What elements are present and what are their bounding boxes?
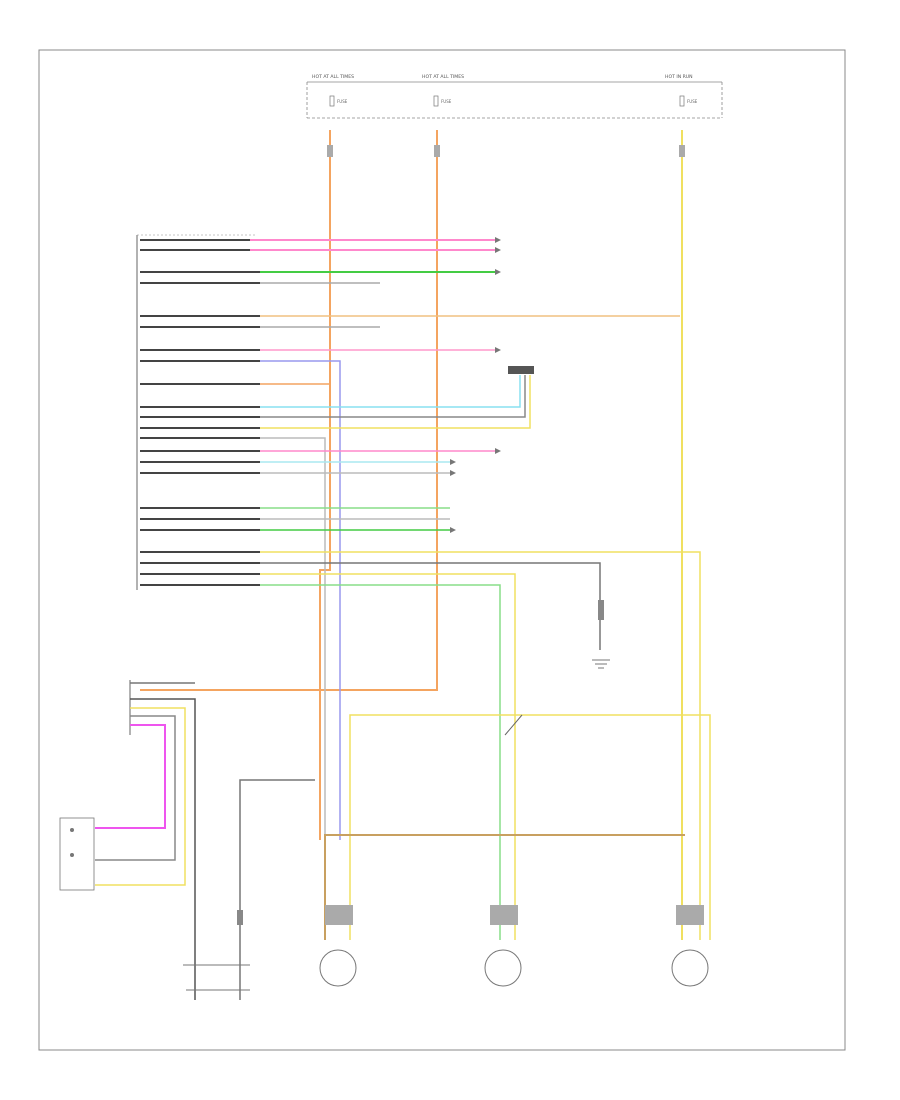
wire-yellow-harness — [349, 714, 711, 940]
fuse-block: HOT AT ALL TIMES HOT AT ALL TIMES HOT IN… — [306, 74, 723, 119]
fuse-label-3: HOT IN RUN — [665, 74, 693, 80]
actuator-1 — [319, 905, 357, 987]
fuse-2-rating: FUSE — [441, 99, 452, 104]
switch — [504, 714, 523, 736]
wire-orange-2 — [140, 130, 438, 691]
diagram-frame — [38, 49, 846, 1051]
ground-right — [592, 600, 610, 669]
destination-arrows — [450, 237, 501, 533]
fuse-label-2: HOT AT ALL TIMES — [422, 74, 464, 80]
fuse-1-rating: FUSE — [337, 99, 348, 104]
actuator-2 — [484, 905, 522, 987]
fuse-3-rating: FUSE — [687, 99, 698, 104]
vcm-pin-rows — [140, 239, 701, 940]
blower-module-connector — [95, 680, 196, 1000]
connector-block — [508, 366, 534, 374]
ground-left — [183, 779, 315, 1000]
fuse-label-1: HOT AT ALL TIMES — [312, 74, 354, 80]
actuator-3 — [671, 905, 709, 987]
blower-motor — [59, 817, 95, 891]
vcm-connector — [136, 234, 255, 590]
